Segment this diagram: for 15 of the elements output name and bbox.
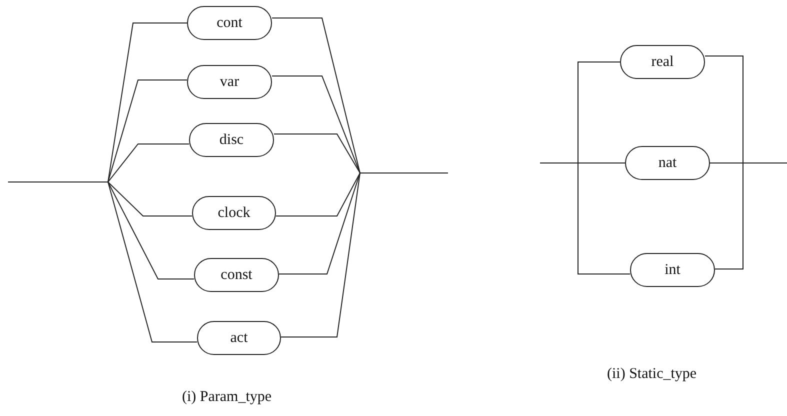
connector-line (8, 182, 198, 342)
terminal-pill: var (187, 65, 272, 99)
connector-line (714, 162, 787, 270)
terminal-pill: real (620, 45, 705, 79)
terminal-pill: clock (192, 196, 276, 230)
terminal-pill: nat (625, 146, 710, 180)
terminal-pill: disc (189, 123, 274, 157)
terminal-pill: int (630, 253, 715, 287)
terminal-pill: cont (187, 6, 272, 40)
connector-line (540, 162, 630, 274)
figure-caption: (ii) Static_type (607, 366, 697, 383)
connector-line (280, 172, 448, 338)
figure-caption: (i) Param_type (182, 389, 272, 406)
terminal-pill: const (194, 258, 279, 292)
terminal-pill: act (197, 321, 281, 355)
